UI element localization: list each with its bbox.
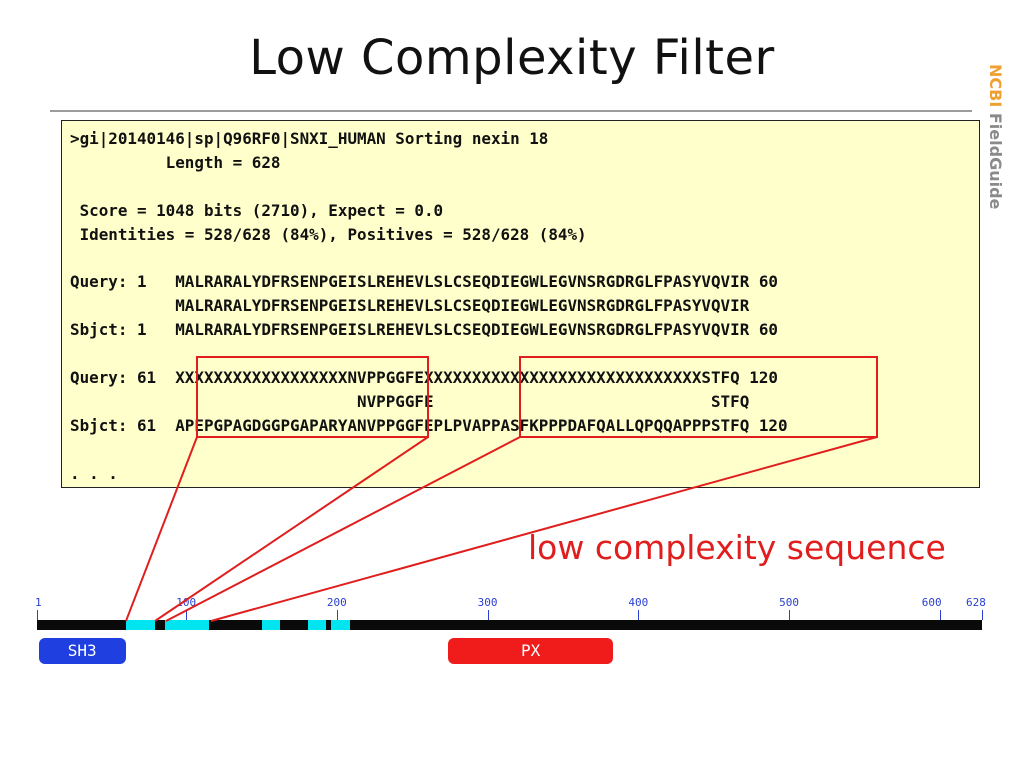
title-divider <box>50 110 972 112</box>
tick-label: 100 <box>176 596 197 609</box>
tick-mark <box>939 610 941 620</box>
low-complexity-segment <box>125 620 155 630</box>
alignment-line: Query: 61 XXXXXXXXXXXXXXXXXXNVPPGGFEXXXX… <box>70 368 778 388</box>
sequence-bar <box>37 620 982 630</box>
tick-mark <box>789 610 791 620</box>
blast-alignment-panel: >gi|20140146|sp|Q96RF0|SNXI_HUMAN Sortin… <box>61 120 980 488</box>
low-complexity-callout: low complexity sequence <box>528 528 946 567</box>
alignment-line <box>70 247 788 271</box>
domain-px: PX <box>448 638 613 664</box>
ncbi-fieldguide-logo: NCBI FieldGuide <box>986 64 1005 209</box>
tick-label: 1 <box>35 596 42 609</box>
alignment-line: NVPPGGFE STFQ <box>70 391 750 411</box>
blast-alignment-text: >gi|20140146|sp|Q96RF0|SNXI_HUMAN Sortin… <box>70 127 788 486</box>
alignment-line: >gi|20140146|sp|Q96RF0|SNXI_HUMAN Sortin… <box>70 129 549 148</box>
tick-mark <box>982 610 983 620</box>
low-complexity-segment <box>165 620 209 630</box>
tick-label: 500 <box>779 596 799 609</box>
alignment-line: Sbjct: 61 APEPGPAGDGGPGAPARYANVPPGGFEPLP… <box>70 415 788 435</box>
alignment-line: MALRARALYDFRSENPGEISLREHEVLSLCSEQDIEGWLE… <box>70 296 750 316</box>
tick-label: 200 <box>326 596 347 609</box>
tick-label: 300 <box>477 596 498 609</box>
tick-label: 628 <box>966 596 986 609</box>
alignment-line <box>70 175 788 199</box>
tick-label: 400 <box>628 596 649 609</box>
alignment-line: Query: 1 MALRARALYDFRSENPGEISLREHEVLSLCS… <box>70 272 778 292</box>
low-complexity-segment <box>330 620 351 630</box>
tick-mark <box>487 610 489 620</box>
alignment-line: Sbjct: 1 MALRARALYDFRSENPGEISLREHEVLSLCS… <box>70 320 778 340</box>
alignment-line: Score = 1048 bits (2710), Expect = 0.0 <box>70 200 444 220</box>
slide-title: Low Complexity Filter <box>249 30 775 86</box>
brand-ncbi: NCBI <box>986 64 1005 108</box>
low-complexity-segment <box>308 620 327 630</box>
alignment-line <box>70 438 788 462</box>
tick-label: 600 <box>921 596 942 609</box>
alignment-line: Length = 628 <box>70 152 281 172</box>
alignment-line: Identities = 528/628 (84%), Positives = … <box>70 224 587 244</box>
alignment-line <box>70 342 788 366</box>
brand-fieldguide: FieldGuide <box>986 112 1005 210</box>
domain-sh3: SH3 <box>38 638 126 664</box>
alignment-line: . . . <box>70 463 118 483</box>
tick-mark <box>186 610 188 620</box>
low-complexity-segment <box>261 620 280 630</box>
tick-mark <box>638 610 640 620</box>
tick-mark <box>37 610 38 620</box>
tick-mark <box>336 610 338 620</box>
